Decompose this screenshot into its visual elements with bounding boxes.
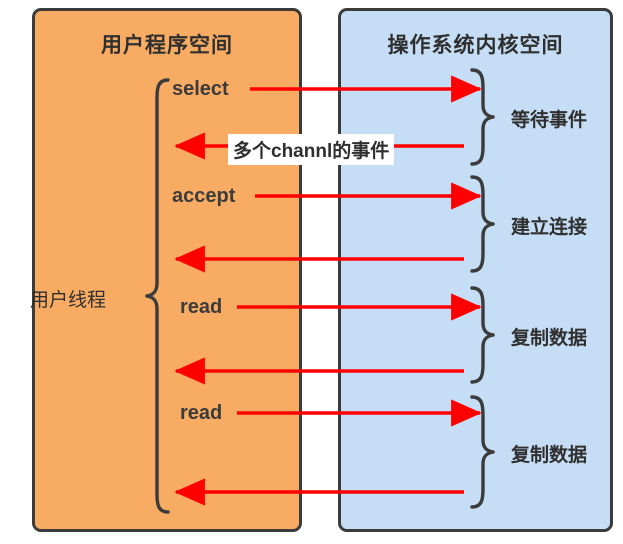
user-thread-label: 用户线程 [30,290,107,311]
phase-label-establish-connection: 建立连接 [511,217,588,238]
user-space-panel: 用户程序空间 [32,8,302,532]
call-label-accept: accept [172,185,236,207]
phase-label-copy-data-2: 复制数据 [511,445,588,466]
phase-label-copy-data-1: 复制数据 [511,328,588,349]
phase-label-wait-event: 等待事件 [511,110,588,131]
call-label-read-1: read [180,296,223,318]
return-label-events: 多个channl的事件 [228,134,395,165]
call-label-read-2: read [180,402,223,424]
kernel-space-title: 操作系统内核空间 [387,34,564,57]
call-label-select: select [172,78,229,100]
user-space-title: 用户程序空间 [101,34,233,57]
